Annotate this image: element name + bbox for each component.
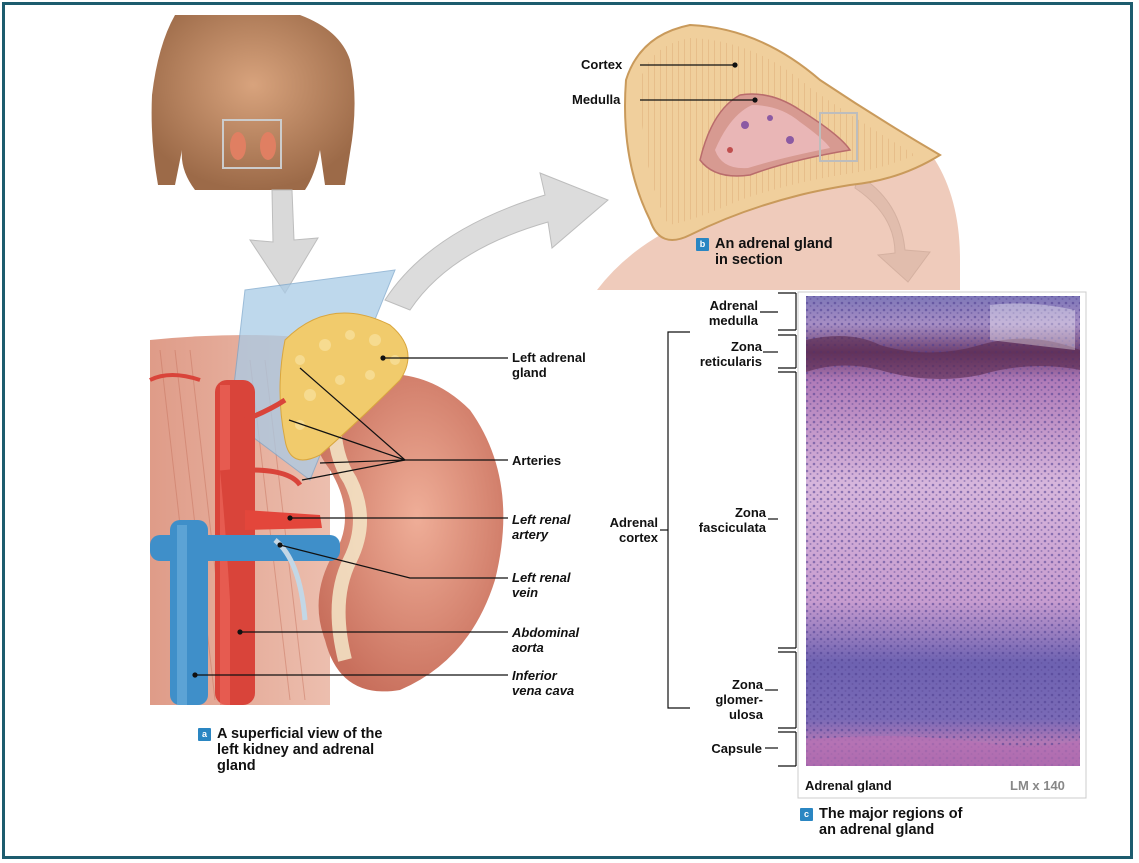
torso-illustration <box>152 15 355 190</box>
caption-c-line1: The major regions of <box>819 806 962 822</box>
arrow-down-icon <box>250 190 318 293</box>
micrograph-footer-left: Adrenal gland <box>805 778 892 793</box>
badge-c: c <box>800 808 813 821</box>
micrograph <box>798 292 1086 798</box>
caption-b-line2: in section <box>696 252 783 268</box>
caption-a-line3: gland <box>198 758 256 774</box>
arrow-up-right-icon <box>385 173 608 310</box>
label-arteries: Arteries <box>512 453 561 468</box>
caption-panel-b: b An adrenal gland in section <box>696 236 833 268</box>
caption-b-line1: An adrenal gland <box>715 236 833 252</box>
label-cortex: Cortex <box>581 57 622 72</box>
caption-a-line1: A superficial view of the <box>217 726 382 742</box>
kidney-illustration <box>150 270 503 705</box>
caption-a-line2: left kidney and adrenal <box>198 742 374 758</box>
badge-a: a <box>198 728 211 741</box>
label-medulla: Medulla <box>572 92 620 107</box>
caption-panel-c: c The major regions of an adrenal gland <box>800 806 962 838</box>
label-capsule: Capsule <box>690 741 762 756</box>
badge-b: b <box>696 238 709 251</box>
caption-panel-a: a A superficial view of the left kidney a… <box>198 726 382 774</box>
caption-c-line2: an adrenal gland <box>800 822 934 838</box>
micrograph-magnification: LM x 140 <box>1010 778 1065 793</box>
